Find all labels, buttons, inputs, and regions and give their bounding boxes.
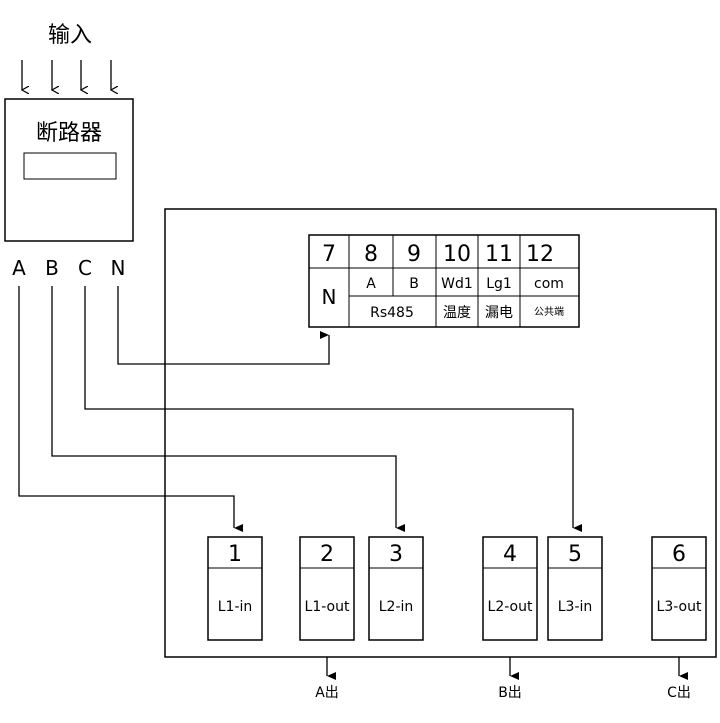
terminal-5: 5 L3-in (547, 536, 603, 641)
output-arrows (326, 657, 688, 680)
breaker-window (23, 152, 117, 180)
wire-n (117, 286, 330, 365)
terminal-1-label: L1-in (218, 599, 253, 615)
breaker-title: 断路器 (36, 121, 102, 146)
rs485-label: Rs485 (370, 305, 414, 321)
common-label: 公共端 (534, 305, 564, 318)
terminal-8-number: 8 (364, 242, 378, 267)
temp-label: 温度 (443, 305, 471, 321)
control-block: 7 8 9 10 11 12 N A B Wd1 Lg1 com Rs485 温… (308, 234, 580, 328)
terminal-1: 1 L1-in (207, 536, 263, 641)
terminal-12-number: 12 (526, 242, 554, 267)
output-c-label: C出 (667, 685, 691, 701)
terminal-7-number: 7 (322, 242, 336, 267)
com-label: com (534, 276, 564, 292)
terminal-4-number: 4 (503, 542, 517, 567)
terminal-6: 6 L3-out (651, 536, 707, 641)
rs485-b-label: B (409, 276, 419, 292)
terminal-4: 4 L2-out (482, 536, 538, 641)
terminal-5-number: 5 (568, 542, 582, 567)
wire-a (18, 286, 243, 532)
terminal-5-label: L3-in (558, 599, 593, 615)
breaker-body (4, 98, 134, 242)
terminal-6-label: L3-out (657, 599, 702, 615)
phase-n-label: N (111, 256, 126, 280)
phase-c-label: C (78, 256, 92, 280)
input-label: 输入 (48, 23, 92, 48)
phase-labels: A B C N (12, 256, 125, 280)
terminal-3: 3 L2-in (368, 536, 424, 641)
wire-c (84, 286, 582, 532)
device-enclosure (164, 208, 717, 658)
terminal-2-number: 2 (320, 542, 334, 567)
breaker: 断路器 (4, 98, 134, 242)
terminal-1-number: 1 (228, 542, 242, 567)
leak-label: 漏电 (485, 305, 513, 321)
terminal-4-label: L2-out (488, 599, 533, 615)
wire-b (51, 286, 405, 532)
rs485-a-label: A (366, 276, 376, 292)
terminal-11-number: 11 (485, 242, 513, 267)
n-label: N (322, 285, 337, 309)
phase-b-label: B (45, 256, 59, 280)
wires (18, 286, 582, 532)
terminal-2-label: L1-out (305, 599, 350, 615)
phase-a-label: A (12, 256, 26, 280)
output-b-label: B出 (498, 685, 522, 701)
wd1-label: Wd1 (441, 276, 473, 292)
terminal-2: 2 L1-out (299, 536, 355, 641)
terminal-3-number: 3 (389, 542, 403, 567)
input-arrows (22, 60, 111, 90)
terminal-9-number: 9 (407, 242, 421, 267)
lg1-label: Lg1 (486, 276, 512, 292)
terminal-6-number: 6 (672, 542, 686, 567)
terminal-10-number: 10 (443, 242, 471, 267)
output-a-label: A出 (315, 685, 339, 701)
terminal-3-label: L2-in (379, 599, 414, 615)
